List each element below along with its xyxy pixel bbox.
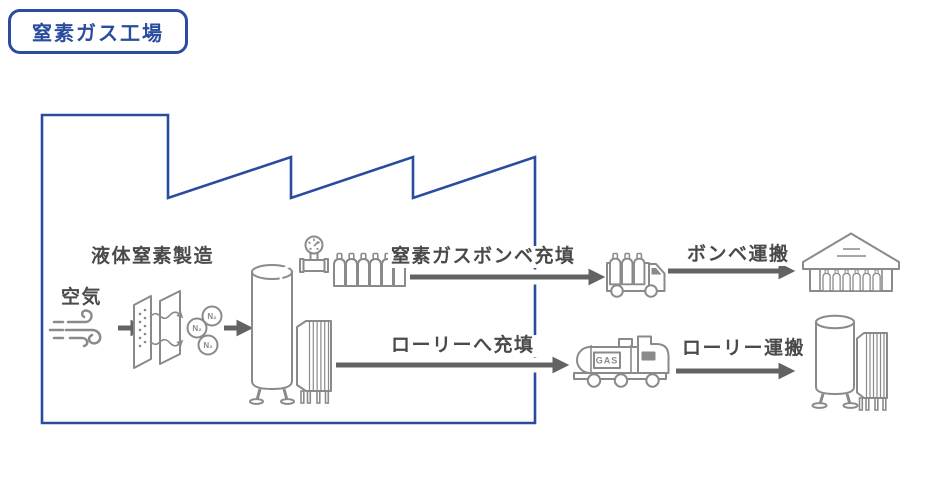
n2-label: N₂ xyxy=(207,312,217,321)
gas-label: GAS xyxy=(596,356,619,366)
gas-cylinder-icon xyxy=(369,252,382,287)
wind-icon xyxy=(48,309,102,348)
gas-cylinder-icon xyxy=(345,252,358,287)
tanker-truck-icon: GAS xyxy=(573,335,670,388)
vaporizer-icon xyxy=(296,320,332,404)
air-separator-icon xyxy=(133,290,184,369)
warehouse-icon xyxy=(802,232,900,292)
storage-tank-icon xyxy=(811,314,859,409)
cylinder-transport-label: ボンベ運搬 xyxy=(684,244,793,266)
n2-label: N₂ xyxy=(192,324,202,333)
gas-cylinder-icon xyxy=(872,269,881,292)
gas-cylinder-icon xyxy=(862,269,871,292)
cylinder-fill-label: 窒素ガスボンベ充填 xyxy=(388,246,579,268)
gas-cylinder-icon xyxy=(852,269,861,292)
process-label: 液体窒素製造 xyxy=(88,246,218,268)
factory-building-outline xyxy=(40,113,537,425)
gas-cylinder-icon xyxy=(822,269,831,292)
n2-molecule-icon: N₂ N₂ N₂ xyxy=(186,305,223,356)
gas-cylinder-icon xyxy=(357,252,370,287)
gas-cylinder-icon xyxy=(842,269,851,292)
gas-cylinder-icon xyxy=(633,252,646,286)
gas-cylinder-icon xyxy=(621,252,634,286)
liquid-nitrogen-tank-icon xyxy=(249,264,295,405)
page-title: 窒素ガス工場 xyxy=(8,9,188,54)
lorry-fill-label: ローリーへ充填 xyxy=(388,335,538,357)
cylinder-truck-icon xyxy=(606,252,666,298)
lorry-transport-label: ローリー運搬 xyxy=(679,338,809,360)
air-input-label: 空気 xyxy=(58,287,106,309)
gas-cylinder-icon xyxy=(832,269,841,292)
gas-cylinder-icon xyxy=(333,252,346,287)
vaporizer-icon xyxy=(856,332,888,411)
gas-cylinder-icon xyxy=(609,252,622,286)
n2-label: N₂ xyxy=(203,341,213,350)
